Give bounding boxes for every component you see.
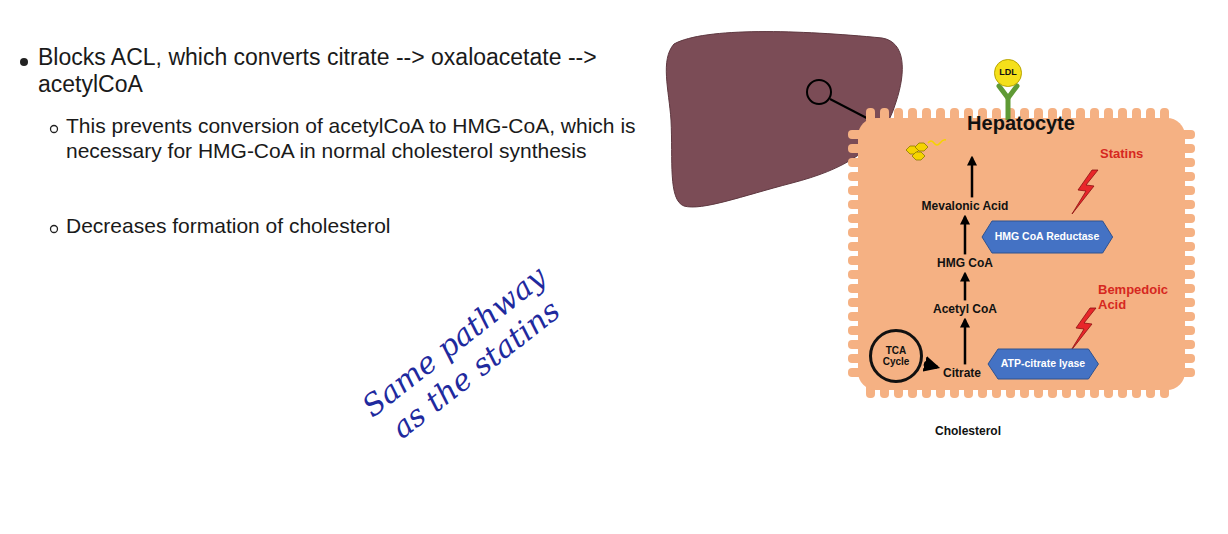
node-text: Acetyl CoA — [933, 303, 997, 316]
zoom-circle — [807, 80, 831, 104]
tca-cycle-circle: TCA Cycle — [869, 329, 923, 383]
handwritten-note: Same pathway as the statins — [349, 254, 582, 458]
bullet-text: Blocks ACL, which converts citrate --> o… — [38, 44, 608, 98]
node-text: Cholesterol — [802, 425, 1134, 438]
cell-title: Hepatocyte — [855, 112, 1187, 134]
metabolite-label: HMG CoA — [933, 255, 997, 272]
metabolite-label: Mevalonic Acid — [918, 198, 1013, 215]
sub-bullet — [51, 226, 58, 233]
sub-bullet-text: Decreases formation of cholesterol — [66, 214, 651, 239]
cholesterol-icon — [906, 140, 946, 160]
bullet-dot — [20, 58, 28, 66]
metabolite-label: Citrate — [939, 365, 985, 382]
inhibition-bolt — [1070, 308, 1096, 352]
sub-bullet-text: This prevents conversion of acetylCoA to… — [66, 114, 651, 164]
node-text: HMG CoA Reductase — [995, 231, 1100, 243]
pathway-arrow — [964, 274, 967, 301]
ldl-particle: LDL — [994, 59, 1022, 87]
node-text: HMG CoA — [937, 257, 993, 270]
node-text: ATP-citrate lyase — [1001, 358, 1085, 370]
drug-label: Statins — [1100, 146, 1170, 161]
sub-bullet — [51, 126, 58, 133]
drug-label: Bempedoic Acid — [1098, 282, 1170, 313]
cell-villi — [848, 108, 1195, 398]
node-text: Mevalonic Acid — [922, 200, 1009, 213]
pathway-arrow — [964, 217, 967, 255]
pathway-arrow — [971, 158, 974, 198]
node-text: LDL — [999, 68, 1017, 78]
pathway-arrow — [964, 320, 967, 365]
node-text: TCA Cycle — [879, 345, 913, 367]
metabolite-label: Cholesterol — [802, 139, 1142, 156]
enzyme-hexagon: ATP-citrate lyase — [988, 349, 1098, 379]
node-text: Citrate — [943, 367, 981, 380]
inhibition-bolt — [1072, 170, 1098, 214]
pathway-arrow — [924, 364, 937, 368]
metabolite-label: Acetyl CoA — [929, 301, 1001, 318]
enzyme-hexagon: HMG CoA Reductase — [982, 221, 1113, 253]
hepatocyte-body — [858, 118, 1185, 390]
